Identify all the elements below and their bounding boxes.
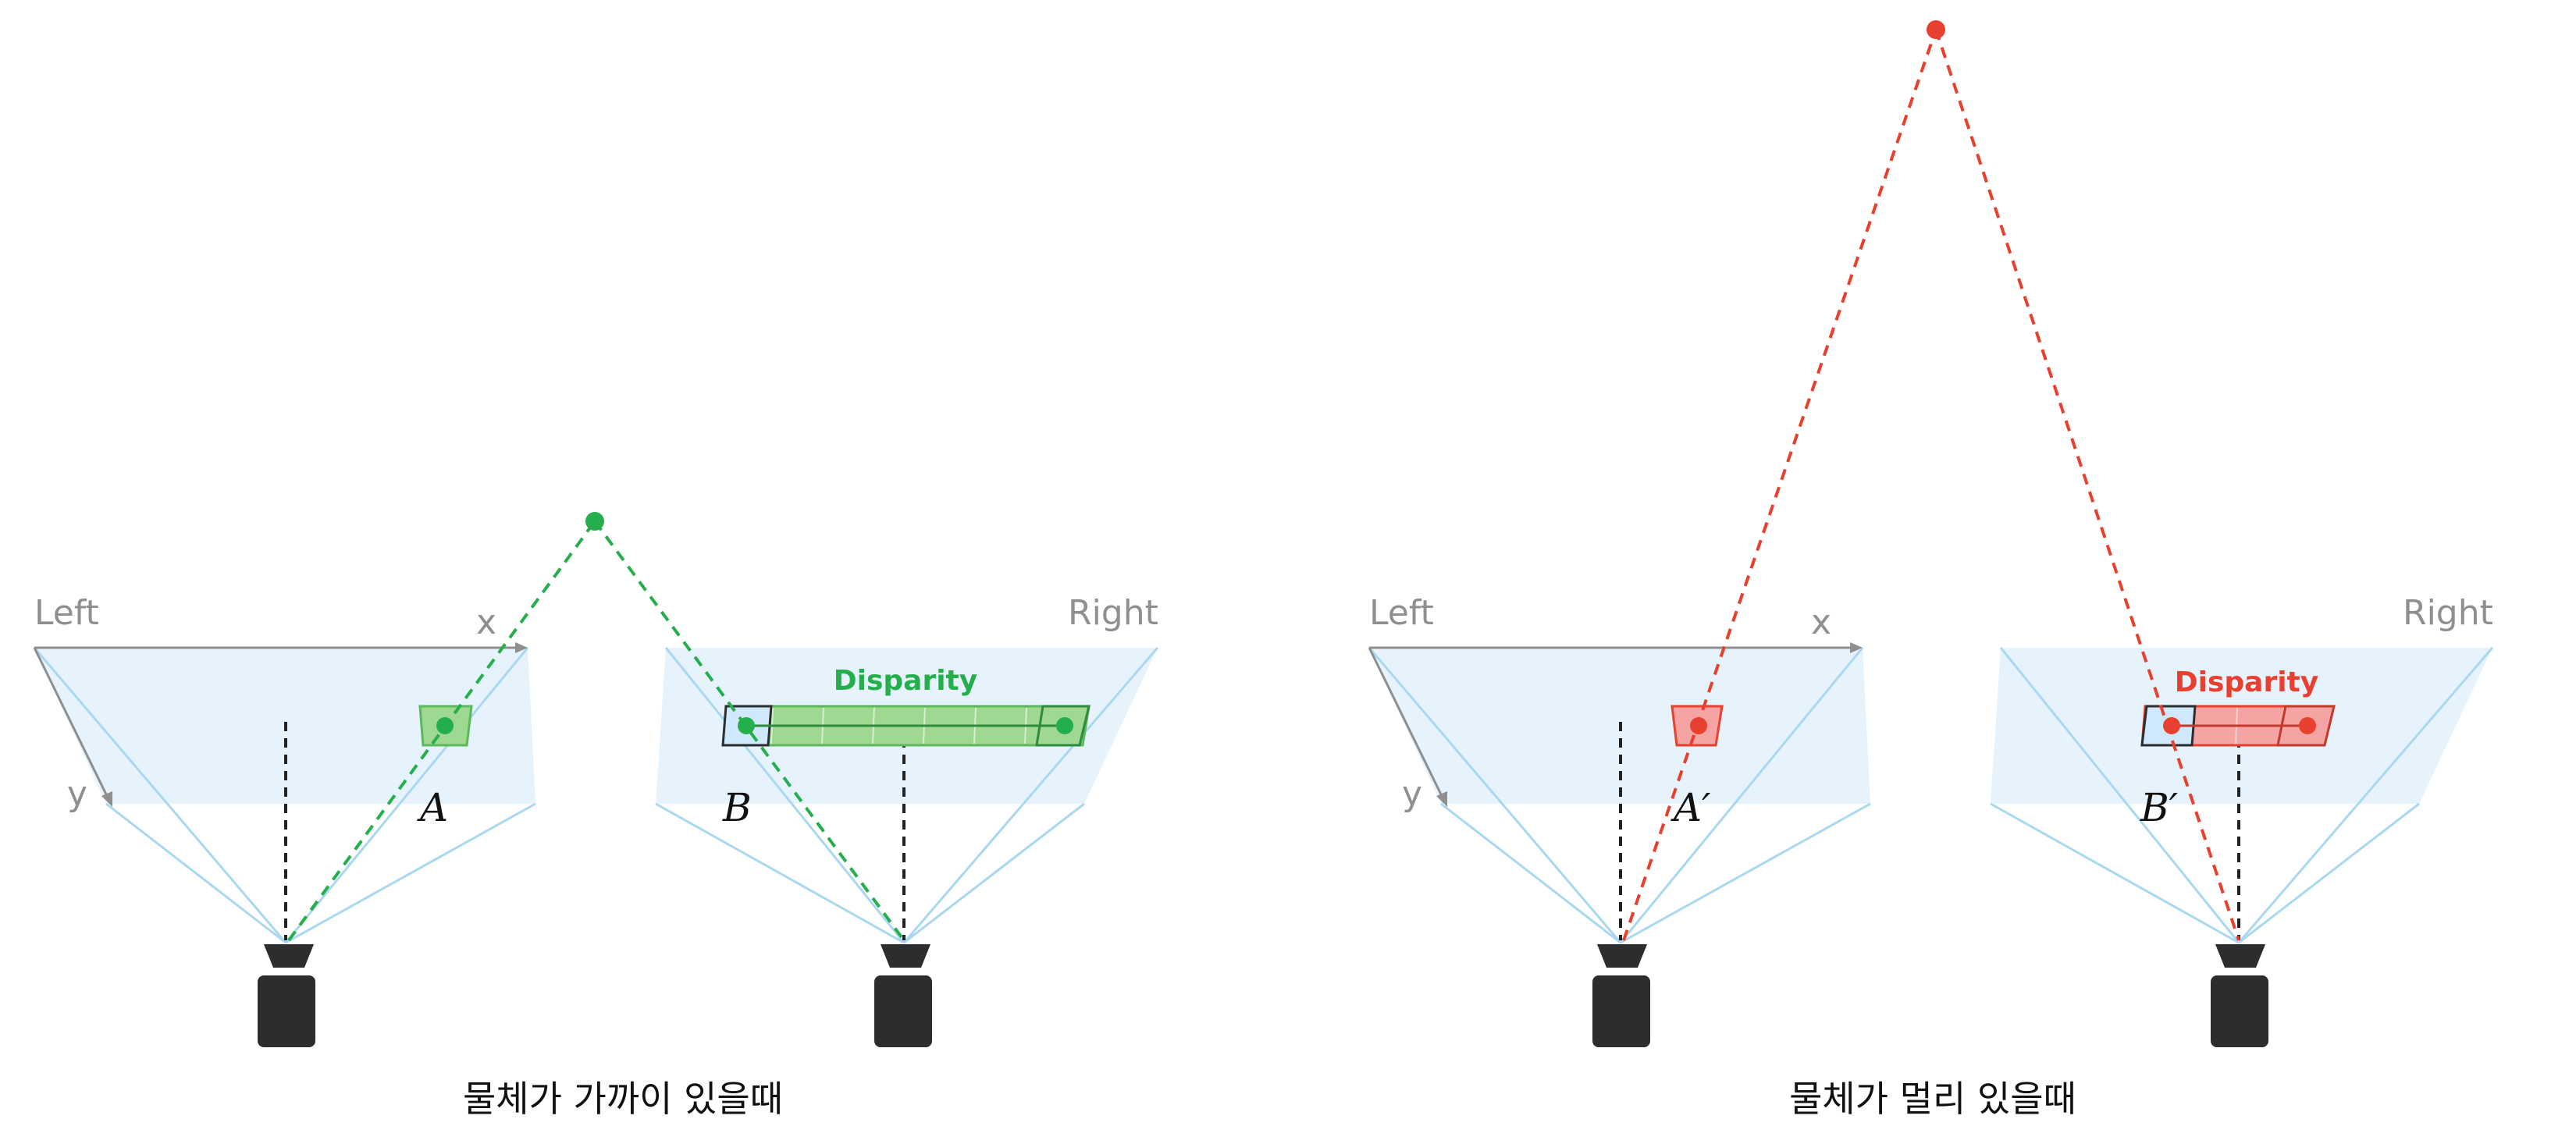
near-x-axis-label: x bbox=[476, 602, 496, 642]
near-left-frustum bbox=[33, 647, 536, 944]
near-right-frustum bbox=[655, 647, 1159, 944]
far-axes bbox=[1368, 642, 1863, 807]
far-right-label: Right bbox=[2403, 593, 2493, 633]
near-match-dot bbox=[1056, 717, 1073, 734]
far-caption: 물체가 멀리 있을때 bbox=[1789, 1078, 2076, 1120]
far-object-rays bbox=[1622, 29, 2240, 941]
near-object-rays bbox=[287, 520, 906, 942]
camera-icon bbox=[258, 944, 315, 1047]
near-point-a-label: A bbox=[417, 785, 448, 830]
far-point-a-label: A′ bbox=[1670, 785, 1711, 830]
near-y-axis-label: y bbox=[67, 774, 87, 814]
far-panel: Left Right x y Disparity A′ B′ bbox=[1368, 20, 2494, 1120]
near-caption: 물체가 가까이 있을때 bbox=[463, 1078, 783, 1120]
near-disparity-label: Disparity bbox=[834, 665, 977, 697]
near-panel: Left Right x y Disparity bbox=[33, 512, 1159, 1120]
near-right-label: Right bbox=[1068, 593, 1158, 633]
near-axes bbox=[33, 642, 528, 807]
far-left-frustum bbox=[1368, 647, 1871, 944]
far-point-b-label: B′ bbox=[2140, 785, 2179, 830]
camera-icon bbox=[1592, 944, 1650, 1047]
camera-icon bbox=[2211, 944, 2268, 1047]
far-left-label: Left bbox=[1369, 593, 1434, 633]
far-match-dot bbox=[2299, 717, 2316, 734]
near-point-b-label: B bbox=[722, 785, 752, 830]
camera-icon bbox=[874, 944, 932, 1047]
far-disparity-label: Disparity bbox=[2175, 666, 2318, 698]
far-object-point bbox=[1927, 20, 1945, 39]
near-left-label: Left bbox=[34, 593, 99, 633]
near-object-point bbox=[585, 512, 604, 531]
far-y-axis-label: y bbox=[1402, 774, 1422, 814]
far-right-frustum bbox=[1990, 647, 2494, 944]
far-x-axis-label: x bbox=[1811, 602, 1831, 642]
far-b-dot bbox=[2163, 717, 2180, 734]
